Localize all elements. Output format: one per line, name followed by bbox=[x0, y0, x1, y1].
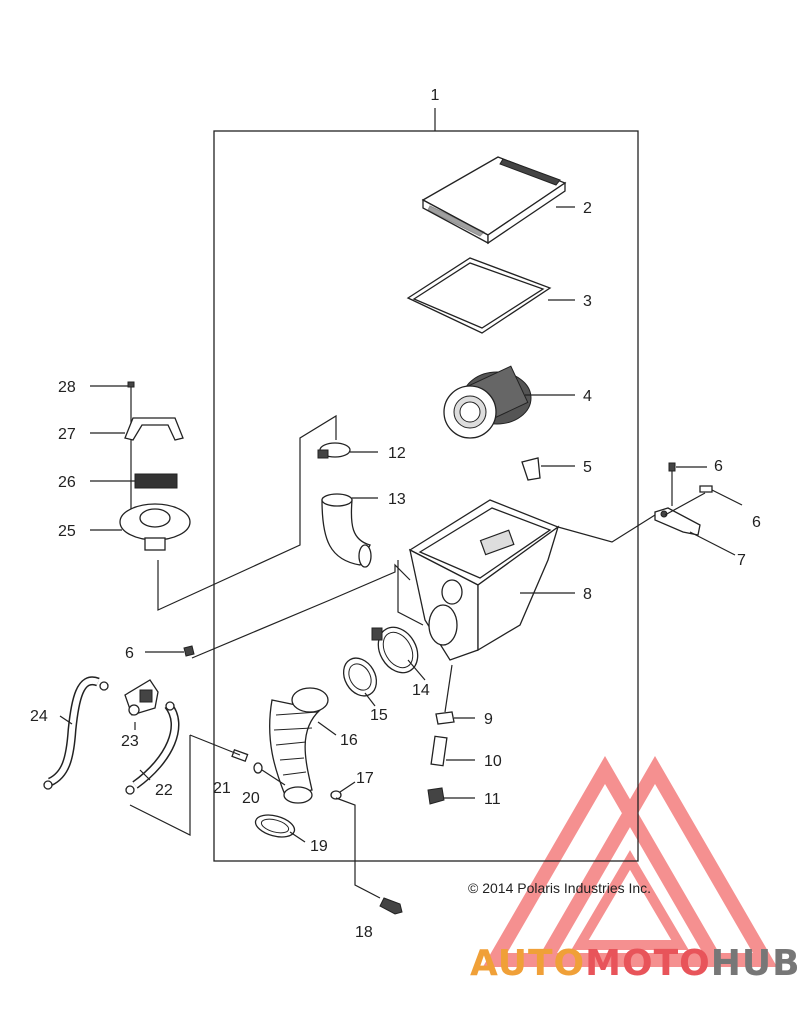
callout-12: 12 bbox=[388, 445, 406, 462]
callout-6c: 6 bbox=[125, 645, 134, 662]
callout-16: 16 bbox=[340, 732, 358, 749]
watermark-brand: AUTOMOTOHUB bbox=[470, 943, 800, 984]
part-2-lid bbox=[421, 156, 567, 245]
callout-24: 24 bbox=[30, 708, 48, 725]
callout-22: 22 bbox=[155, 782, 173, 799]
callout-27: 27 bbox=[58, 426, 76, 443]
callout-18: 18 bbox=[355, 924, 373, 941]
callout-21: 21 bbox=[213, 780, 231, 797]
part-14-clamp bbox=[371, 626, 419, 674]
callout-26: 26 bbox=[58, 474, 76, 491]
part-26-screen bbox=[134, 473, 178, 489]
assembly-frame bbox=[213, 130, 639, 862]
part-8-airbox bbox=[408, 499, 560, 661]
part-9-clamp bbox=[435, 711, 455, 725]
callout-11: 11 bbox=[484, 791, 501, 808]
callout-3: 3 bbox=[583, 293, 592, 310]
part-20-ring bbox=[253, 762, 263, 774]
part-10-tube bbox=[430, 735, 448, 767]
part-4-filter bbox=[443, 365, 532, 439]
callout-19: 19 bbox=[310, 838, 328, 855]
part-19-clamp bbox=[254, 814, 296, 838]
part-21-nipple bbox=[231, 748, 249, 762]
callout-6b: 6 bbox=[752, 514, 761, 531]
callout-1: 1 bbox=[431, 87, 440, 104]
part-15-ring bbox=[342, 657, 378, 697]
watermark-moto: MOTO bbox=[585, 943, 711, 984]
part-6-bolt-left bbox=[183, 645, 195, 657]
callout-2: 2 bbox=[583, 200, 592, 217]
callout-25: 25 bbox=[58, 523, 76, 540]
part-25-cap bbox=[119, 503, 191, 551]
callout-14: 14 bbox=[412, 682, 430, 699]
callout-20: 20 bbox=[242, 790, 260, 807]
part-24-hose bbox=[43, 676, 109, 790]
callout-9: 9 bbox=[484, 711, 493, 728]
callout-8: 8 bbox=[583, 586, 592, 603]
callout-28: 28 bbox=[58, 379, 76, 396]
part-22-hose bbox=[125, 701, 180, 795]
part-23-valve bbox=[124, 679, 159, 716]
part-3-gasket bbox=[406, 257, 552, 334]
part-28-screw bbox=[127, 381, 135, 388]
callout-15: 15 bbox=[370, 707, 388, 724]
part-7-bracket bbox=[654, 462, 713, 536]
callout-17: 17 bbox=[356, 770, 374, 787]
part-13-elbow bbox=[321, 493, 372, 568]
callout-10: 10 bbox=[484, 753, 502, 770]
part-18-fitting bbox=[379, 897, 403, 915]
copyright-text: © 2014 Polaris Industries Inc. bbox=[468, 880, 651, 896]
callout-13: 13 bbox=[388, 491, 406, 508]
watermark-auto: AUTO bbox=[470, 943, 585, 984]
watermark-logo bbox=[482, 756, 778, 967]
callout-5: 5 bbox=[583, 459, 592, 476]
part-27-bracket bbox=[124, 417, 184, 441]
part-11-valve bbox=[427, 787, 445, 805]
part-16-boot bbox=[269, 687, 329, 804]
callout-7: 7 bbox=[737, 552, 746, 569]
part-5-clip bbox=[521, 457, 541, 481]
callout-4: 4 bbox=[583, 388, 592, 405]
part-17-ring bbox=[330, 790, 342, 800]
part-12-clamp bbox=[317, 442, 351, 459]
callout-6a: 6 bbox=[714, 458, 723, 475]
watermark-hub: HUB bbox=[711, 943, 800, 984]
callout-23: 23 bbox=[121, 733, 139, 750]
